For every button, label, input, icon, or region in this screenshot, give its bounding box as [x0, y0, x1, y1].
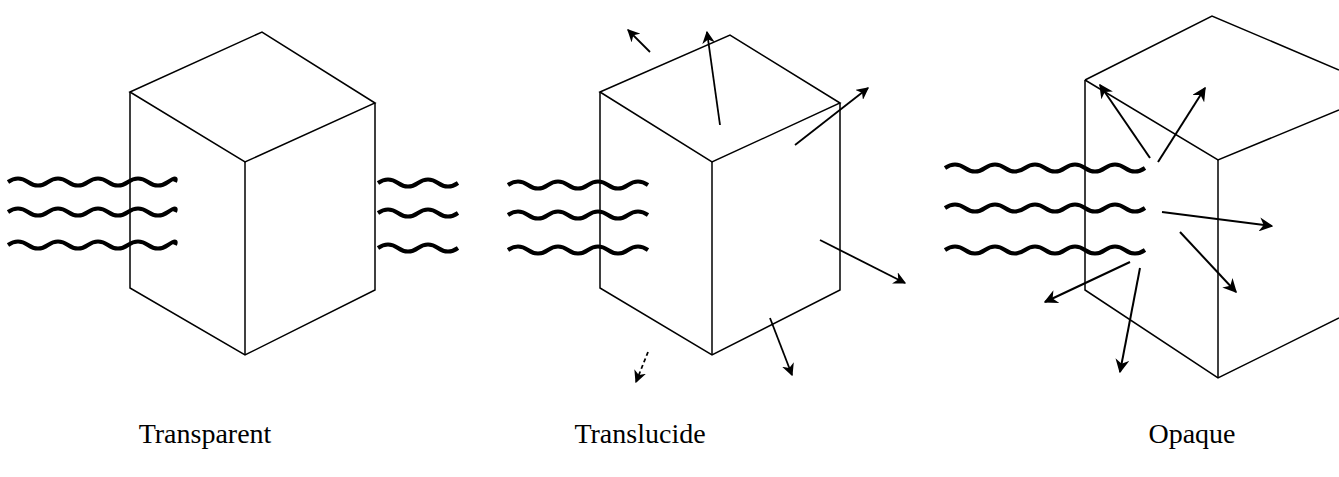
light-waves	[945, 165, 1145, 254]
light-waves	[8, 179, 458, 252]
material-label: Translucide	[574, 418, 705, 450]
light-waves	[508, 182, 648, 254]
translucent-cube	[600, 35, 840, 355]
material-label: Opaque	[1148, 418, 1235, 450]
scatter-arrows	[628, 30, 905, 382]
material-label: Transparent	[139, 418, 272, 450]
opaque-cube	[1085, 16, 1339, 378]
reflect-arrows	[1045, 85, 1272, 372]
transparent-cube	[130, 32, 375, 355]
